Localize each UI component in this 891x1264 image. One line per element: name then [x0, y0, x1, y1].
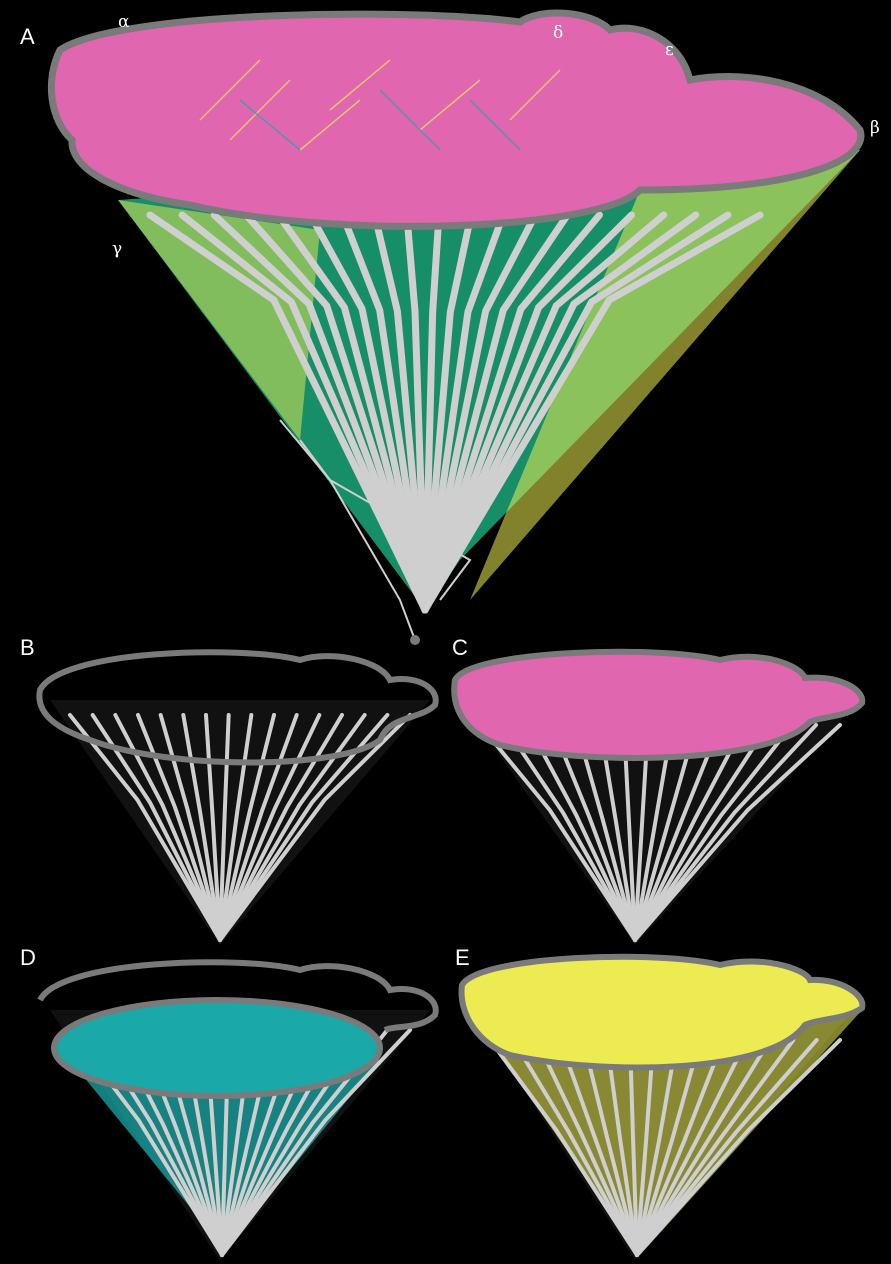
- panel-label-c: C: [452, 635, 468, 660]
- panel-label-a: A: [20, 24, 35, 49]
- panel-label-b: B: [20, 635, 35, 660]
- branch-label-delta: δ: [553, 23, 563, 43]
- top-surface: [54, 1000, 380, 1096]
- panel-label-d: D: [20, 945, 36, 970]
- branch-label-alpha: α: [118, 12, 130, 32]
- root-node: [410, 635, 420, 645]
- branch-label-gamma: γ: [112, 239, 122, 259]
- branch-label-beta: β: [870, 118, 880, 138]
- panel-label-e: E: [455, 945, 470, 970]
- branch-label-epsilon: ε: [665, 40, 674, 60]
